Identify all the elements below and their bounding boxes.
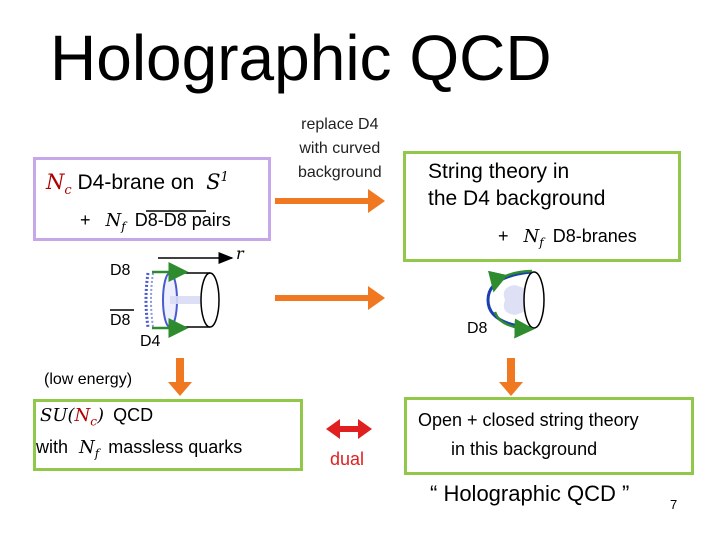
dual-double-arrow (326, 419, 372, 439)
page-number: 7 (670, 497, 678, 512)
d8-pairs-line: + Nf D8-D8 pairs (80, 210, 231, 234)
slide-title: Holographic QCD (50, 22, 552, 94)
s1-symbol: S1 (206, 170, 229, 194)
cylinder-icon (144, 272, 220, 328)
qcd-text: QCD (113, 405, 154, 425)
open-closed-line1: Open + closed string theory (418, 410, 639, 430)
qcd-line1: SU(Nc) QCD (40, 405, 153, 429)
d8-right-label: D8 (467, 320, 488, 337)
arrow-down-right (499, 358, 523, 396)
r-axis-label: r (236, 244, 244, 263)
d8-branes-line: + Nf D8-branes (498, 226, 637, 250)
dual-label: dual (330, 449, 365, 469)
qcd-box (33, 399, 303, 471)
su-nc-symbol: SU(Nc) (40, 405, 105, 429)
string-theory-line2: the D4 background (428, 187, 606, 210)
arrow-replace-d4 (275, 189, 385, 213)
open-closed-line2: in this background (451, 439, 598, 459)
string-theory-box (403, 151, 681, 262)
string-theory-line1: String theory in (428, 160, 570, 183)
d4-brane-text: D4-brane on (77, 171, 195, 194)
nf-symbol: Nf (105, 210, 126, 234)
d8-top-label: D8 (110, 262, 131, 279)
nc-symbol: Nc (46, 170, 72, 199)
holographic-qcd-caption: “ Holographic QCD ” (430, 481, 630, 506)
open-closed-box (404, 397, 694, 475)
arrow-down-left (168, 358, 192, 396)
arrow-middle (275, 286, 385, 310)
d8-pairs-text: D8-D8 pairs (134, 210, 231, 230)
cigar-geometry-icon (486, 269, 545, 339)
d4-label: D4 (140, 333, 161, 350)
d8-branes-text: D8-branes (552, 226, 637, 246)
nf-symbol: Nf (523, 226, 544, 250)
plus-sign: + (80, 210, 91, 230)
with-text: with (36, 437, 69, 457)
d4-brane-box (33, 157, 271, 241)
plus-sign: + (498, 226, 509, 246)
qcd-line2: with Nf massless quarks (36, 437, 242, 461)
low-energy-label: (low energy) (44, 371, 133, 388)
d4-brane-line: Nc D4-brane on S1 (46, 170, 229, 198)
massless-quarks-text: massless quarks (108, 437, 243, 457)
replace-d4-label: replace D4 with curved background (298, 116, 382, 181)
d8-bottom-label: D8 (110, 312, 131, 329)
nf-symbol: Nf (79, 437, 100, 461)
